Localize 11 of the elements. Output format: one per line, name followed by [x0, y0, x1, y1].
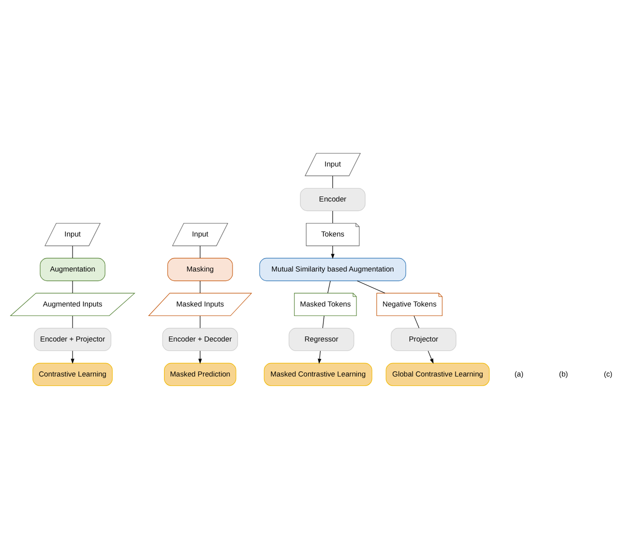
- connector: [327, 280, 331, 293]
- connector: [72, 245, 73, 258]
- connector: [414, 315, 420, 328]
- connector: [72, 280, 73, 293]
- connector: [356, 280, 386, 293]
- connector: [332, 210, 333, 223]
- arrow: [318, 350, 322, 364]
- connector: [322, 315, 324, 328]
- arrow: [428, 350, 434, 364]
- connector: [72, 315, 73, 328]
- connector: [332, 175, 333, 188]
